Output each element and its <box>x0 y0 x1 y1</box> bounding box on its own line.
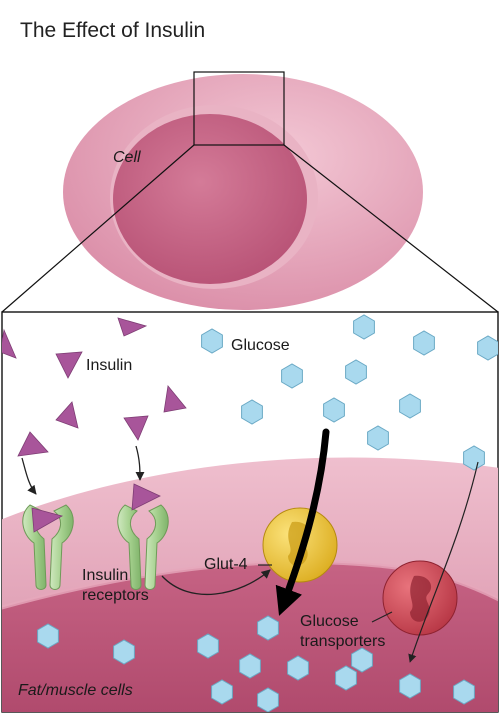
zoom-box <box>193 71 285 146</box>
glucose-molecule <box>281 363 303 389</box>
glucose-molecule <box>351 647 373 673</box>
insulin-molecule <box>123 415 149 441</box>
arrow-receptor-to-glut4 <box>161 569 271 596</box>
insulin-receptors-label: Insulin receptors <box>82 567 149 604</box>
arrow-insulin-to-receptor-2 <box>135 445 145 481</box>
glucose-molecule <box>201 328 223 354</box>
glucose-molecule <box>453 679 475 705</box>
glucose-molecule <box>257 687 279 712</box>
glucose-molecule <box>239 653 261 679</box>
insulin-molecule <box>55 351 83 379</box>
glucose-label: Glucose <box>231 337 290 354</box>
glucose-molecule <box>37 623 59 649</box>
glucose-transporters-label-line-2: transporters <box>300 633 385 650</box>
zoomed-panel <box>1 311 499 713</box>
insulin-label: Insulin <box>86 357 132 374</box>
glucose-transporters-leader-line <box>371 611 393 623</box>
glucose-molecule <box>413 330 435 356</box>
glucose-transporters-label: Glucose transporters <box>300 613 385 650</box>
cell-interior <box>2 561 498 712</box>
insulin-molecule <box>163 385 187 413</box>
fat-muscle-cells-label: Fat/muscle cells <box>18 682 133 699</box>
insulin-molecule <box>131 483 161 511</box>
insulin-molecule <box>31 507 64 533</box>
glucose-molecule <box>197 633 219 659</box>
insulin-receptor <box>117 504 169 590</box>
insulin-molecules <box>2 317 187 533</box>
insulin-molecule <box>17 431 49 457</box>
glucose-molecule <box>335 665 357 691</box>
arrow-insulin-to-receptor-1 <box>21 457 37 495</box>
zoom-line-left <box>1 144 195 313</box>
zoom-line-right <box>283 144 499 313</box>
glucose-molecule <box>399 393 421 419</box>
glucose-molecule <box>323 397 345 423</box>
glucose-molecule <box>463 445 485 471</box>
insulin-molecule <box>117 317 148 337</box>
glucose-molecule <box>241 399 263 425</box>
arrow-glucose-entry <box>275 428 330 616</box>
glucose-transporter <box>382 560 458 636</box>
diagram-title: The Effect of Insulin <box>20 19 205 42</box>
insulin-receptors-label-line-1: Insulin <box>82 567 128 584</box>
glucose-molecule <box>399 673 421 699</box>
glucose-molecule <box>477 335 498 361</box>
insulin-molecule <box>55 401 79 429</box>
glucose-molecule <box>353 314 375 340</box>
glucose-molecule <box>287 655 309 681</box>
cell-illustration <box>63 74 423 310</box>
glucose-molecule <box>345 359 367 385</box>
glucose-molecule <box>211 679 233 705</box>
insulin-receptors-label-line-2: receptors <box>82 587 149 604</box>
glucose-molecules <box>37 314 498 712</box>
arrow-glucose-transport <box>408 461 479 663</box>
glut4-label: Glut-4 <box>204 556 248 573</box>
insulin-molecule <box>2 328 17 359</box>
cell-label: Cell <box>113 149 141 166</box>
glucose-molecule <box>113 639 135 665</box>
glucose-molecule <box>367 425 389 451</box>
glucose-transporters-label-line-1: Glucose <box>300 613 359 630</box>
glucose-molecule <box>257 615 279 641</box>
